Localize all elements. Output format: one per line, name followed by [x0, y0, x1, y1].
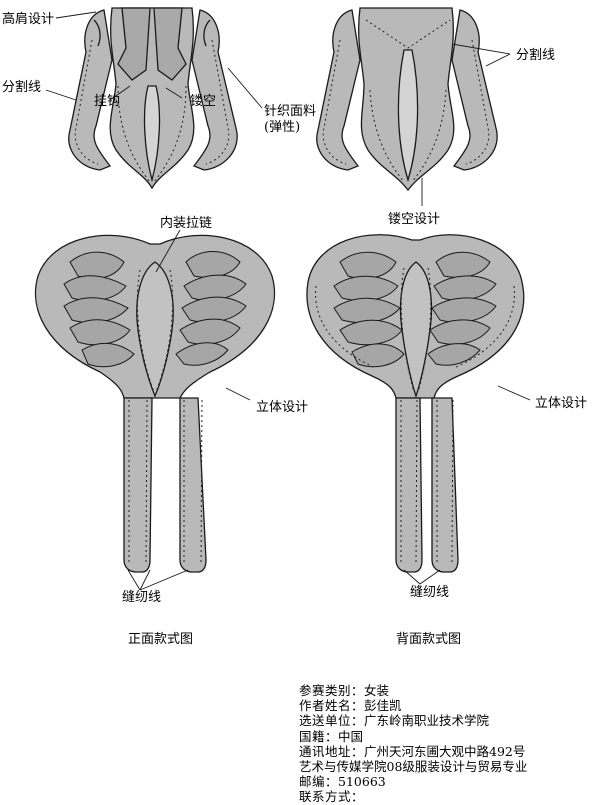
info-row-category: 参赛类别：女装: [299, 683, 390, 698]
front-right-sleeve: [191, 9, 238, 171]
info-row-address: 通讯地址：广州天河东圃大观中路492号: [299, 743, 526, 759]
front-right-leg: [179, 397, 207, 573]
info-row-department: 艺术与传媒学院08级服装设计与贸易专业: [299, 759, 528, 775]
front-trousers: [34, 234, 276, 573]
back-center-panel: [399, 261, 433, 399]
back-right-leg: [431, 397, 459, 573]
front-center-panel: [136, 261, 174, 398]
info-row-contact: 联系方式：: [299, 789, 365, 805]
label-inner-zipper: 内装拉链: [160, 216, 213, 231]
entry-info-block: 参赛类别：女装 作者姓名：彭佳凯 选送单位：广东岭南职业技术学院 国籍：中国 通…: [299, 683, 527, 805]
label-knit-fabric: 针织面料: [264, 104, 317, 119]
caption-back-view: 背面款式图: [396, 632, 462, 647]
back-left-sleeve: [316, 9, 361, 171]
label-high-shoulder: 高肩设计: [2, 12, 55, 27]
info-row-unit: 选送单位：广东岭南职业技术学院: [299, 713, 490, 729]
info-row-author: 作者姓名：彭佳凯: [299, 698, 402, 714]
leader-lines: [45, 11, 531, 591]
caption-front-view: 正面款式图: [128, 632, 194, 647]
label-elastic: (弹性): [264, 120, 301, 135]
front-left-lapel: [117, 7, 151, 81]
info-row-postcode: 邮编：510663: [299, 774, 386, 790]
info-row-nationality: 国籍：中国: [299, 728, 364, 744]
back-right-sleeve: [451, 9, 498, 171]
label-3d-design-back: 立体设计: [535, 396, 588, 411]
back-left-leg: [395, 397, 423, 573]
label-hollow-design: 镂空设计: [388, 212, 441, 227]
front-right-lapel: [153, 7, 187, 81]
label-hook: 挂钩: [94, 94, 121, 109]
label-3d-design-front: 立体设计: [256, 400, 309, 415]
back-jacket: [316, 7, 498, 192]
back-hollow: [397, 49, 419, 183]
label-hollow: 镂空: [190, 94, 217, 109]
label-split-line-left: 分割线: [2, 80, 42, 95]
front-left-sleeve: [68, 9, 113, 171]
label-seam-back: 缝纫线: [410, 585, 450, 600]
back-trousers: [306, 234, 525, 573]
label-split-line-right: 分割线: [516, 48, 556, 63]
label-seam-front: 缝纫线: [122, 590, 162, 605]
front-jacket: [68, 7, 238, 190]
front-left-leg: [123, 397, 153, 573]
front-hollow: [143, 85, 161, 183]
